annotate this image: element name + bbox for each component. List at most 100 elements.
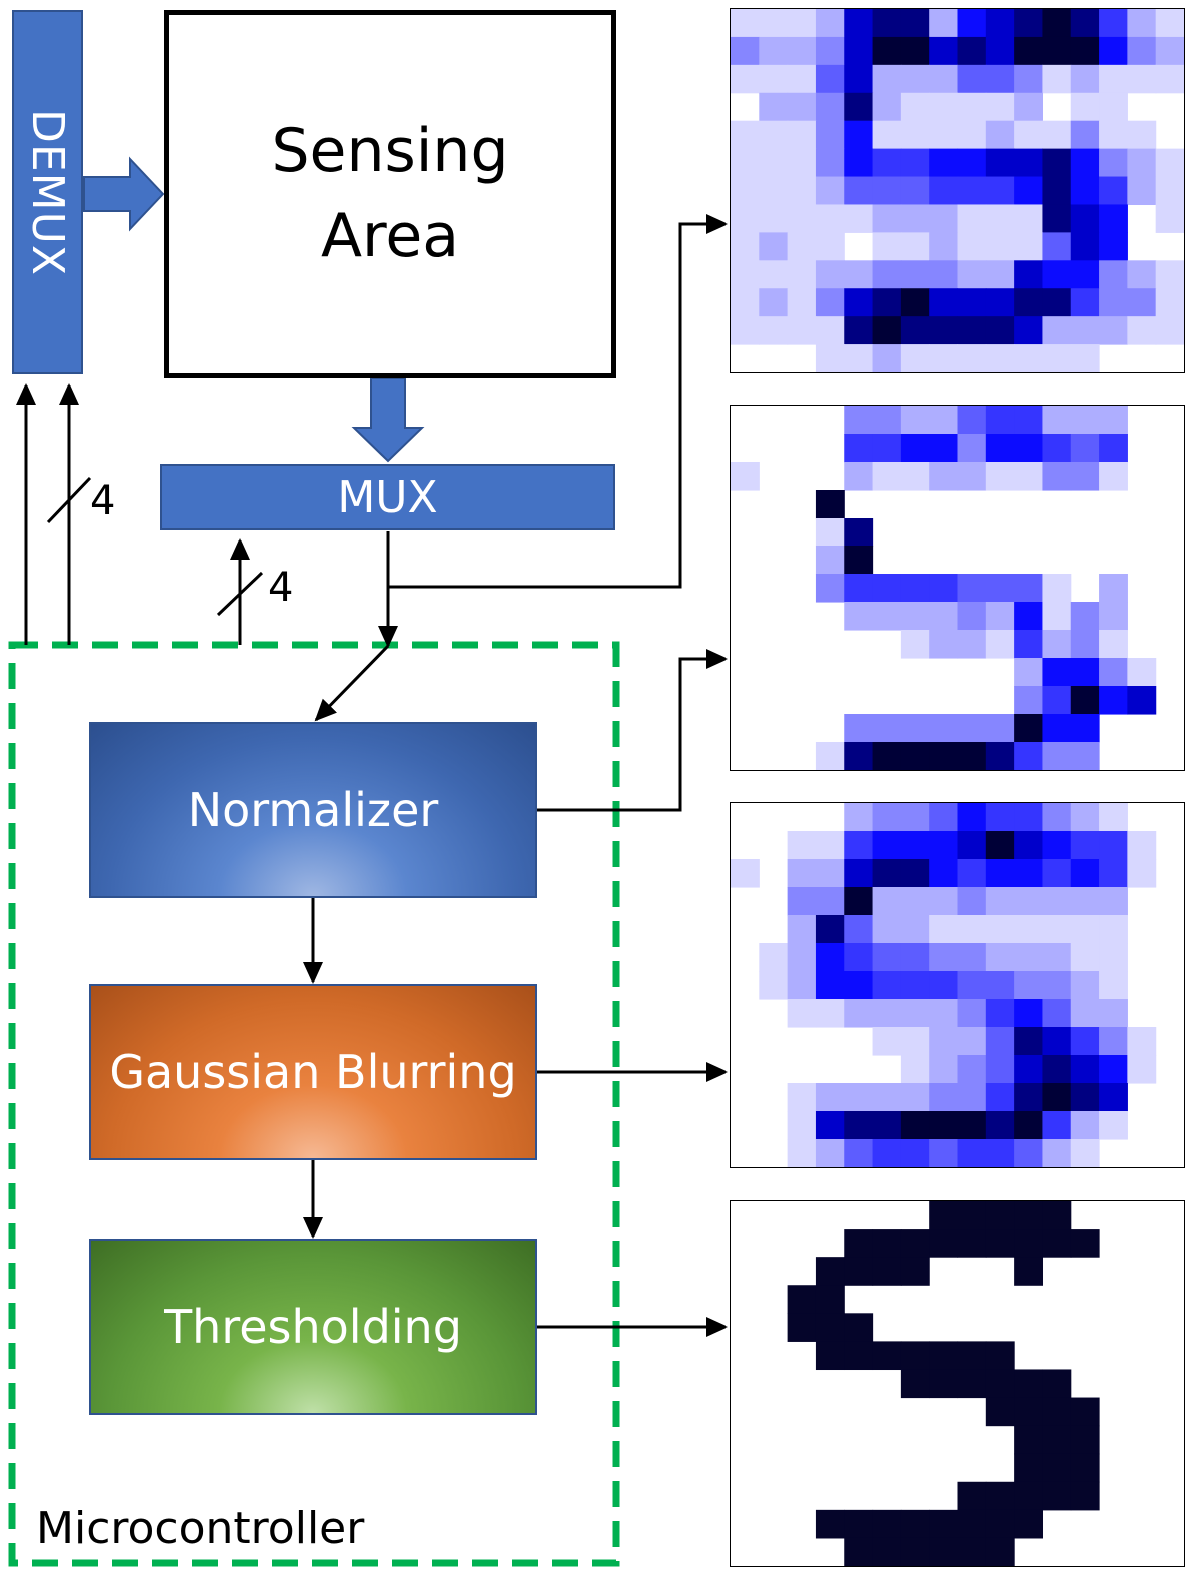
- pixel: [1014, 120, 1044, 150]
- pixel: [1014, 462, 1044, 491]
- pixel: [957, 1537, 987, 1566]
- pixel: [759, 9, 789, 38]
- pixel: [787, 176, 817, 206]
- pixel: [731, 9, 760, 38]
- pixel: [1155, 260, 1184, 289]
- blurred-heatmap-grid: [731, 803, 1157, 1167]
- pixel: [1127, 316, 1157, 345]
- pixel: [1070, 232, 1100, 261]
- pixel: [872, 803, 902, 832]
- mux-bus-width: 4: [268, 565, 294, 611]
- pixel: [957, 232, 987, 261]
- pixel: [1099, 64, 1128, 94]
- sensing-to-mux-arrow: [351, 377, 425, 463]
- pixel: [872, 574, 902, 603]
- pixel: [787, 232, 817, 261]
- pixel: [844, 1509, 874, 1539]
- pixel: [872, 36, 902, 66]
- pixel: [1070, 434, 1100, 463]
- pixel: [1014, 434, 1044, 463]
- pixel: [844, 574, 874, 603]
- pixel: [844, 1083, 874, 1112]
- normalizer-block: Normalizer: [89, 722, 537, 898]
- pixel: [815, 260, 845, 289]
- pixel: [985, 9, 1015, 38]
- pixel: [844, 9, 874, 38]
- pixel: [1070, 1111, 1100, 1140]
- pixel: [1155, 148, 1184, 178]
- pixel: [1099, 1027, 1128, 1056]
- pixel: [1042, 288, 1072, 317]
- pixel: [759, 943, 789, 972]
- pixel: [787, 1313, 817, 1342]
- pixel: [1127, 1055, 1157, 1084]
- pixel: [844, 742, 874, 770]
- pixel: [900, 462, 930, 491]
- pixel: [1127, 148, 1157, 178]
- pixel: [957, 831, 987, 860]
- pixel: [929, 288, 959, 317]
- pixel: [1042, 260, 1072, 289]
- pixel: [900, 887, 930, 916]
- pixel: [872, 462, 902, 491]
- pixel: [1042, 1425, 1072, 1455]
- pixel: [1099, 406, 1128, 435]
- pixel: [872, 1083, 902, 1112]
- pixel: [985, 1341, 1015, 1371]
- thresholding-label: Thresholding: [164, 1300, 462, 1354]
- pixel: [872, 64, 902, 94]
- pixel: [731, 120, 760, 150]
- pixel: [787, 1083, 817, 1112]
- demux-bus-slash: [46, 476, 92, 524]
- pixel: [985, 887, 1015, 916]
- pixel: [1042, 574, 1072, 603]
- pixel: [900, 971, 930, 1000]
- pixel: [957, 1083, 987, 1112]
- pixel: [1014, 915, 1044, 944]
- pixel: [900, 1229, 930, 1258]
- pixel: [1042, 686, 1072, 715]
- pixel: [1014, 406, 1044, 435]
- pixel: [929, 176, 959, 206]
- pixel: [1099, 831, 1128, 860]
- pixel: [759, 36, 789, 66]
- pixel: [1014, 1369, 1044, 1399]
- pixel: [1070, 1083, 1100, 1112]
- pixel: [759, 260, 789, 289]
- pixel: [1042, 204, 1072, 233]
- pixel: [815, 518, 845, 547]
- pixel: [1099, 602, 1128, 631]
- pixel: [900, 915, 930, 944]
- pixel: [1099, 943, 1128, 972]
- pixel: [985, 204, 1015, 233]
- pixel: [1014, 831, 1044, 860]
- pixel: [1070, 630, 1100, 659]
- pixel: [1099, 204, 1128, 233]
- pixel: [985, 999, 1015, 1028]
- pixel: [1070, 803, 1100, 832]
- pixel: [900, 120, 930, 150]
- pixel: [985, 1111, 1015, 1140]
- pixel: [1155, 288, 1184, 317]
- pixel: [985, 64, 1015, 94]
- pixel: [815, 120, 845, 150]
- pixel: [929, 602, 959, 631]
- pixel: [929, 1083, 959, 1112]
- pixel: [929, 232, 959, 261]
- pixel: [844, 803, 874, 832]
- raw-heatmap-grid: [731, 9, 1184, 372]
- pixel: [1127, 64, 1157, 94]
- gaussian-blurring-block: Gaussian Blurring: [89, 984, 537, 1160]
- pixel: [929, 943, 959, 972]
- pixel: [1014, 686, 1044, 715]
- pixel: [957, 1369, 987, 1399]
- pixel: [929, 344, 959, 372]
- pixel: [1127, 859, 1157, 888]
- pixel: [985, 92, 1015, 122]
- pixel: [844, 943, 874, 972]
- pixel: [1014, 1453, 1044, 1483]
- pixel: [929, 714, 959, 743]
- pixel: [985, 1537, 1015, 1566]
- pixel: [957, 204, 987, 233]
- pixel: [1099, 232, 1128, 261]
